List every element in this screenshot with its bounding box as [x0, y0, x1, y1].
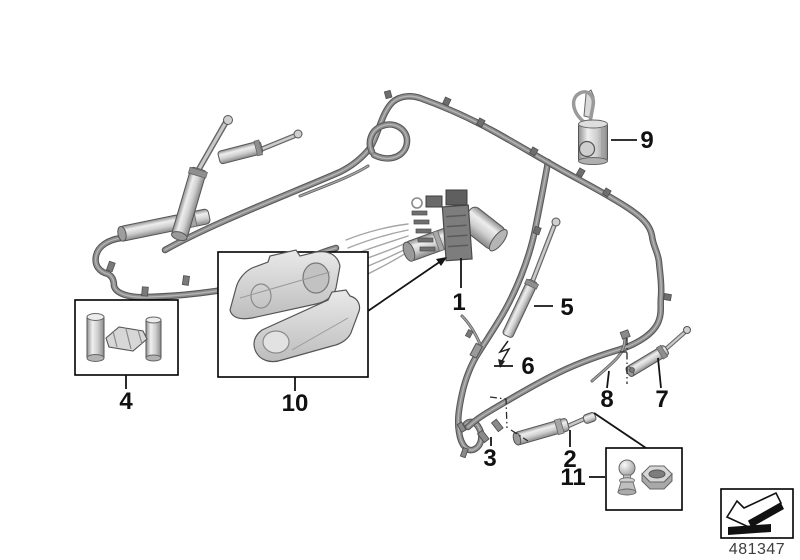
callout-1[interactable]: 1	[452, 289, 465, 316]
emergency-valve-key-9	[571, 89, 608, 165]
callout-4[interactable]: 4	[119, 388, 133, 415]
reference-lines	[489, 338, 628, 442]
retaining-clip	[105, 326, 148, 352]
hydraulic-cylinder-7	[625, 326, 691, 377]
callout-11[interactable]: 11	[560, 464, 585, 491]
callout-2[interactable]: 2	[563, 446, 576, 473]
hose-clip-icons	[383, 89, 672, 302]
hydraulic-cylinder-5	[498, 217, 561, 368]
callout-7[interactable]: 7	[655, 386, 668, 413]
hydraulic-hose-harness	[96, 89, 672, 450]
kit-box-11	[605, 447, 683, 511]
footer-stamp: 481347	[720, 488, 794, 558]
hex-nut	[641, 465, 673, 490]
callout-10[interactable]: 10	[282, 390, 309, 417]
callout-6[interactable]: 6	[521, 353, 534, 380]
ball-stud	[617, 459, 637, 496]
pin-left	[86, 313, 105, 362]
pin-right	[145, 316, 162, 362]
cover-lower	[253, 289, 361, 363]
diagram-code: 481347	[729, 541, 785, 558]
kit-box-10	[217, 249, 369, 378]
direction-of-travel-arrow-icon	[725, 491, 784, 535]
hydraulic-pump	[345, 189, 508, 278]
kit-box-4	[74, 299, 179, 376]
hose-8	[590, 329, 631, 383]
hydraulic-cylinder-2	[512, 412, 597, 446]
cylinder-assembly-left	[117, 115, 303, 242]
cover-upper	[229, 249, 341, 320]
hose-clamps-3	[456, 418, 504, 459]
leader-lines	[125, 139, 662, 478]
hose-junction-6	[460, 314, 484, 359]
callout-3[interactable]: 3	[483, 445, 496, 472]
callout-9[interactable]: 9	[640, 127, 653, 154]
callout-5[interactable]: 5	[560, 294, 573, 321]
callout-8[interactable]: 8	[600, 386, 613, 413]
